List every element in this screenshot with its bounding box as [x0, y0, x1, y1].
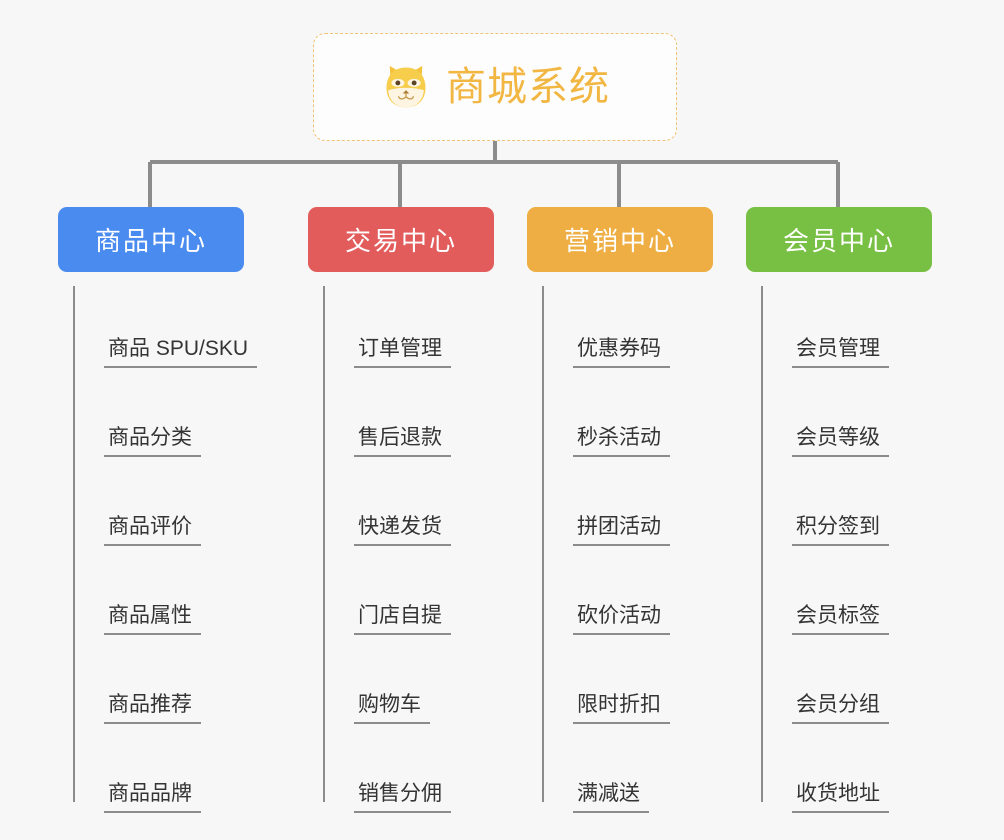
category-box-3[interactable]: 营销中心 [527, 207, 713, 272]
category-label-1: 商品中心 [94, 226, 207, 256]
leaf-label: 会员分组 [792, 693, 889, 724]
list-item[interactable]: 满减送 [542, 731, 713, 820]
leaf-list-1: 商品 SPU/SKU 商品分类 商品评价 商品属性 商品推荐 商品品牌 [58, 286, 258, 820]
list-item[interactable]: 限时折扣 [542, 642, 713, 731]
branch-column-2: 交易中心 订单管理 售后退款 快递发货 门店自提 购物车 销售分佣 [308, 207, 494, 820]
list-item[interactable]: 会员标签 [761, 553, 932, 642]
list-item[interactable]: 会员分组 [761, 642, 932, 731]
leaf-label: 销售分佣 [354, 782, 451, 813]
leaf-list-4: 会员管理 会员等级 积分签到 会员标签 会员分组 收货地址 [746, 286, 932, 820]
list-item[interactable]: 门店自提 [323, 553, 494, 642]
list-item[interactable]: 销售分佣 [323, 731, 494, 820]
leaf-label: 积分签到 [792, 515, 889, 546]
list-item[interactable]: 商品分类 [73, 375, 244, 464]
list-item[interactable]: 会员管理 [761, 286, 932, 375]
leaf-label: 会员管理 [792, 337, 889, 368]
leaf-label: 收货地址 [792, 782, 889, 813]
branch-column-1: 商品中心 商品 SPU/SKU 商品分类 商品评价 商品属性 商品推荐 商品品牌 [58, 207, 258, 820]
leaf-label: 商品属性 [104, 604, 201, 635]
list-item[interactable]: 积分签到 [761, 464, 932, 553]
branch-column-4: 会员中心 会员管理 会员等级 积分签到 会员标签 会员分组 收货地址 [746, 207, 932, 820]
list-item[interactable]: 优惠券码 [542, 286, 713, 375]
leaf-label: 购物车 [354, 693, 430, 724]
list-item[interactable]: 会员等级 [761, 375, 932, 464]
list-item[interactable]: 售后退款 [323, 375, 494, 464]
leaf-label: 商品品牌 [104, 782, 201, 813]
list-item[interactable]: 拼团活动 [542, 464, 713, 553]
leaf-label: 秒杀活动 [573, 426, 670, 457]
category-box-4[interactable]: 会员中心 [746, 207, 932, 272]
branch-column-3: 营销中心 优惠券码 秒杀活动 拼团活动 砍价活动 限时折扣 满减送 [527, 207, 713, 820]
leaf-label: 会员标签 [792, 604, 889, 635]
list-item[interactable]: 商品 SPU/SKU [73, 286, 258, 375]
leaf-label: 拼团活动 [573, 515, 670, 546]
leaf-list-2: 订单管理 售后退款 快递发货 门店自提 购物车 销售分佣 [308, 286, 494, 820]
leaf-label: 限时折扣 [573, 693, 670, 724]
list-item[interactable]: 收货地址 [761, 731, 932, 820]
leaf-label: 优惠券码 [573, 337, 670, 368]
list-item[interactable]: 订单管理 [323, 286, 494, 375]
category-box-2[interactable]: 交易中心 [308, 207, 494, 272]
list-item[interactable]: 快递发货 [323, 464, 494, 553]
leaf-label: 快递发货 [354, 515, 451, 546]
leaf-label: 满减送 [573, 782, 649, 813]
category-label-3: 营销中心 [563, 226, 676, 256]
root-node[interactable]: 商城系统 [313, 33, 677, 141]
category-label-2: 交易中心 [344, 226, 457, 256]
category-label-4: 会员中心 [782, 226, 895, 256]
leaf-label: 商品评价 [104, 515, 201, 546]
category-box-1[interactable]: 商品中心 [58, 207, 244, 272]
root-title: 商城系统 [446, 65, 610, 109]
list-item[interactable]: 商品推荐 [73, 642, 244, 731]
leaf-label: 会员等级 [792, 426, 889, 457]
leaf-label: 门店自提 [354, 604, 451, 635]
leaf-label: 砍价活动 [573, 604, 670, 635]
leaf-label: 商品 SPU/SKU [104, 337, 258, 368]
list-item[interactable]: 商品评价 [73, 464, 244, 553]
list-item[interactable]: 秒杀活动 [542, 375, 713, 464]
leaf-label: 订单管理 [354, 337, 451, 368]
leaf-list-3: 优惠券码 秒杀活动 拼团活动 砍价活动 限时折扣 满减送 [527, 286, 713, 820]
shiba-dog-face-icon [386, 65, 426, 108]
list-item[interactable]: 商品品牌 [73, 731, 244, 820]
leaf-label: 售后退款 [354, 426, 451, 457]
leaf-label: 商品分类 [104, 426, 201, 457]
list-item[interactable]: 商品属性 [73, 553, 244, 642]
list-item[interactable]: 购物车 [323, 642, 494, 731]
list-item[interactable]: 砍价活动 [542, 553, 713, 642]
leaf-label: 商品推荐 [104, 693, 201, 724]
